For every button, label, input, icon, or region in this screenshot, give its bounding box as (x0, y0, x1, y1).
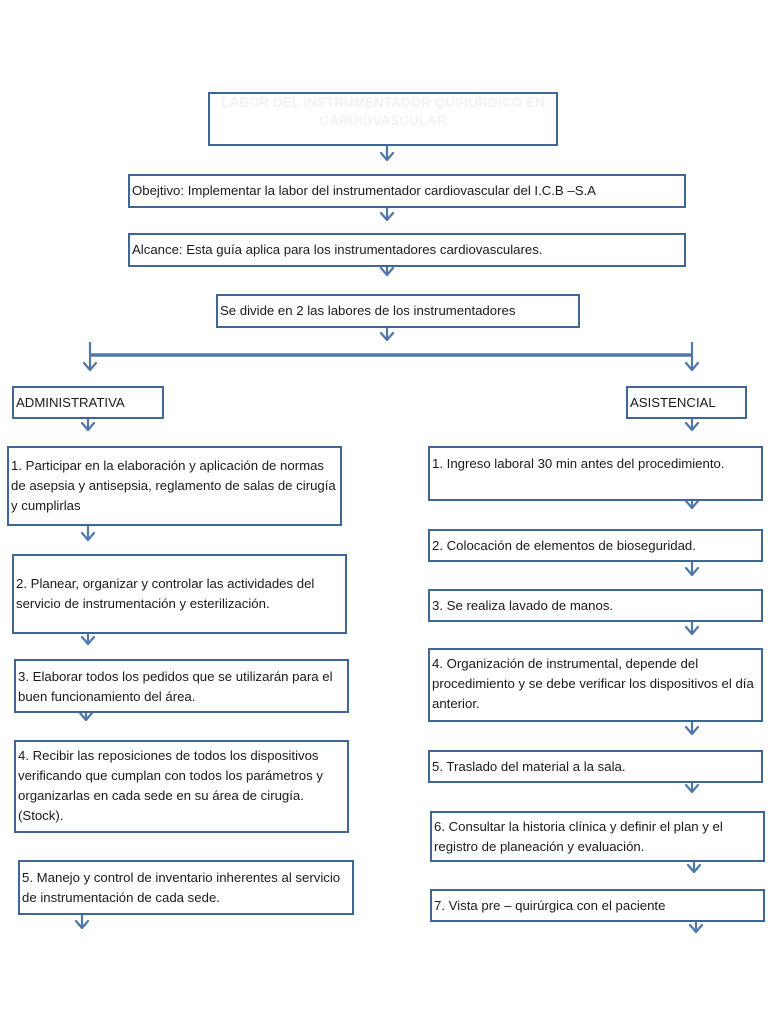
asist-item-text: 4. Organización de instrumental, depende… (432, 656, 754, 711)
alcance-text: Alcance: Esta guía aplica para los instr… (132, 242, 543, 257)
asist-item-4: 4. Organización de instrumental, depende… (428, 648, 763, 722)
arrow-head (684, 725, 700, 736)
arrow-head (82, 361, 98, 372)
objetivo-box: Obejtivo: Implementar la labor del instr… (128, 174, 686, 208)
title-box: LABOR DEL INSTRUMENTADOR QUIRÚRGICO EN C… (208, 92, 558, 146)
asist-item-6: 6. Consultar la historia clínica y defin… (430, 811, 765, 862)
arrow-head (684, 499, 700, 510)
admin-item-text: 4. Recibir las reposiciones de todos los… (18, 748, 323, 823)
arrow-head (688, 923, 704, 934)
admin-item-5: 5. Manejo y control de inventario inhere… (18, 860, 354, 915)
admin-item-text: 2. Planear, organizar y controlar las ac… (16, 576, 315, 611)
arrow-head (78, 711, 94, 722)
arrow-head (80, 531, 96, 542)
admin-item-3: 3. Elaborar todos los pedidos que se uti… (14, 659, 349, 713)
asist-item-2: 2. Colocación de elementos de biosegurid… (428, 529, 763, 562)
asist-item-text: 2. Colocación de elementos de biosegurid… (432, 538, 696, 553)
administrativa-box: ADMINISTRATIVA (12, 386, 164, 419)
administrativa-label: ADMINISTRATIVA (16, 395, 125, 410)
arrow-head (684, 566, 700, 577)
arrow-head (379, 211, 395, 222)
asist-item-5: 5. Traslado del material a la sala. (428, 750, 763, 783)
asist-item-text: 3. Se realiza lavado de manos. (432, 598, 614, 613)
asist-item-3: 3. Se realiza lavado de manos. (428, 589, 763, 622)
admin-item-4: 4. Recibir las reposiciones de todos los… (14, 740, 349, 833)
arrow-head (684, 625, 700, 636)
arrow-head (74, 919, 90, 930)
division-box: Se divide en 2 las labores de los instru… (216, 294, 580, 328)
admin-item-2: 2. Planear, organizar y controlar las ac… (12, 554, 347, 634)
arrow-head (686, 863, 702, 874)
alcance-box: Alcance: Esta guía aplica para los instr… (128, 233, 686, 267)
arrow-head (80, 635, 96, 646)
asist-item-text: 7. Vista pre – quirúrgica con el pacient… (434, 898, 666, 913)
arrow-head (684, 421, 700, 432)
admin-item-text: 3. Elaborar todos los pedidos que se uti… (18, 669, 333, 704)
arrow-head (684, 783, 700, 794)
admin-item-text: 1. Participar en la elaboración y aplica… (11, 458, 336, 513)
asist-item-1: 1. Ingreso laboral 30 min antes del proc… (428, 446, 763, 501)
asistencial-label: ASISTENCIAL (630, 395, 716, 410)
admin-item-text: 5. Manejo y control de inventario inhere… (22, 870, 341, 905)
admin-item-1: 1. Participar en la elaboración y aplica… (7, 446, 342, 526)
arrow-head (379, 331, 395, 342)
asist-item-text: 5. Traslado del material a la sala. (432, 759, 626, 774)
asistencial-box: ASISTENCIAL (626, 386, 747, 419)
arrow-head (379, 266, 395, 277)
arrow-head (684, 361, 700, 372)
division-text: Se divide en 2 las labores de los instru… (220, 303, 516, 318)
asist-item-text: 6. Consultar la historia clínica y defin… (434, 819, 723, 854)
objetivo-text: Obejtivo: Implementar la labor del instr… (132, 183, 596, 198)
arrow-head (80, 421, 96, 432)
asist-item-text: 1. Ingreso laboral 30 min antes del proc… (432, 456, 725, 471)
asist-item-7: 7. Vista pre – quirúrgica con el pacient… (430, 889, 765, 922)
title-text: LABOR DEL INSTRUMENTADOR QUIRÚRGICO EN C… (221, 95, 545, 128)
arrow-head (379, 151, 395, 162)
